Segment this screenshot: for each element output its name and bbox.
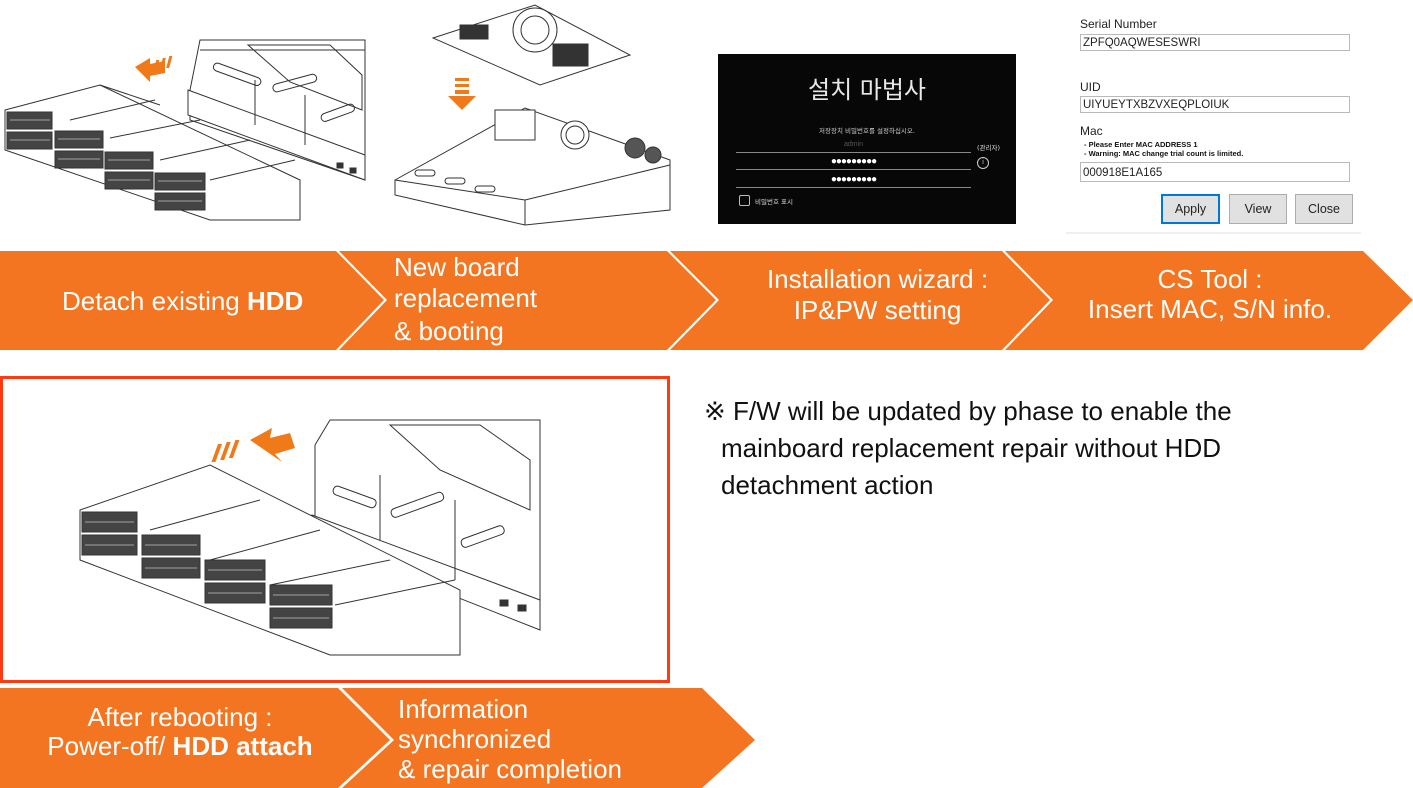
wizard-password-field[interactable]: ●●●●●●●●● (736, 155, 971, 170)
mac-note-2: - Warning: MAC change trial count is lim… (1084, 149, 1244, 158)
hdd-attach-highlight-frame (0, 376, 670, 683)
view-button[interactable]: View (1229, 194, 1287, 224)
step-1-text: Detach existing (62, 286, 247, 316)
serial-number-input[interactable]: ZPFQ0AQWESESWRI (1080, 34, 1350, 51)
bottom-step-1-line-2: Power-off/ (47, 731, 173, 761)
bottom-step-2-line-1: Information (398, 694, 529, 724)
hdd-trays-detach-illustration (4, 39, 366, 221)
apply-button[interactable]: Apply (1161, 194, 1220, 224)
show-password-checkbox[interactable] (739, 195, 750, 206)
step-2-line-1: New board (394, 252, 520, 282)
bottom-step-1-label: After rebooting : Power-off/ HDD attach (40, 703, 320, 761)
wizard-admin-tag: (관리자) (977, 144, 1001, 152)
cs-tool-form: Serial Number ZPFQ0AQWESESWRI UID UIYUEY… (1066, 12, 1361, 234)
step-2-label: New board replacement & booting (394, 252, 537, 347)
bottom-step-1-line-1: After rebooting : (87, 702, 273, 732)
step-1-shape (0, 251, 384, 350)
serial-number-label: Serial Number (1080, 17, 1157, 31)
step-1-bold-text: HDD (246, 286, 304, 316)
step-2-line-3: & booting (394, 316, 504, 346)
mainboard-insert-illustration (394, 4, 671, 226)
bottom-step-1-bold-text: HDD attach (172, 731, 313, 761)
bottom-step-2-line-2: synchronized (398, 724, 552, 754)
firmware-note: ※ F/W will be updated by phase to enable… (704, 393, 1232, 504)
step-3-shape (670, 251, 1050, 350)
uid-input[interactable]: UIYUEYTXBZVXEQPLOIUK (1080, 96, 1350, 113)
uid-label: UID (1080, 80, 1101, 94)
step-2-shape (339, 251, 716, 350)
step-3-line-2: IP&PW setting (793, 295, 962, 325)
step-4-line-1: CS Tool : (1157, 264, 1263, 294)
wizard-title: 설치 마법사 (807, 76, 927, 104)
note-line-3: detachment action (721, 470, 934, 500)
bottom-step-2-label: Information synchronized & repair comple… (398, 694, 622, 784)
arrow-right-icon (211, 428, 295, 462)
form-divider (1066, 232, 1361, 234)
wizard-confirm-password-field[interactable]: ●●●●●●●●● (736, 173, 971, 188)
info-icon[interactable]: i (977, 157, 989, 169)
note-line-2: mainboard replacement repair without HDD (721, 433, 1222, 463)
mac-input[interactable]: 000918E1A165 (1080, 162, 1350, 182)
step-4-line-2: Insert MAC, S/N info. (1087, 294, 1333, 324)
note-line-1: F/W will be updated by phase to enable t… (733, 396, 1232, 426)
step-4-shape (1005, 251, 1413, 350)
step-1-label: Detach existing HDD (62, 286, 303, 316)
mac-label: Mac (1080, 124, 1103, 138)
show-password-label: 비밀번호 표시 (755, 198, 793, 206)
reference-mark-symbol: ※ (704, 396, 726, 426)
step-3-label: Installation wizard : IP&PW setting (735, 264, 1020, 326)
wizard-username-field[interactable]: admin (736, 138, 971, 153)
bottom-process-band (0, 688, 755, 788)
mac-note-1: - Please Enter MAC ADDRESS 1 (1084, 140, 1198, 149)
bottom-step-2-line-3: & repair completion (398, 754, 622, 784)
close-button[interactable]: Close (1295, 194, 1353, 224)
arrow-down-icon (448, 78, 476, 110)
step-3-line-1: Installation wizard : (766, 264, 989, 294)
step-4-label: CS Tool : Insert MAC, S/N info. (1060, 264, 1360, 324)
installation-wizard-panel: 설치 마법사 저장장치 비밀번호를 설정하십시오. admin ●●●●●●●●… (718, 54, 1016, 224)
hdd-trays-attach-illustration (79, 419, 541, 656)
bottom-step-2-shape (342, 688, 755, 788)
step-2-line-2: replacement (394, 283, 538, 313)
top-process-band (0, 251, 1413, 350)
arrow-left-icon (135, 56, 173, 82)
wizard-subtitle: 저장장치 비밀번호를 설정하십시오. (819, 127, 915, 135)
bottom-step-1-shape (0, 688, 390, 788)
